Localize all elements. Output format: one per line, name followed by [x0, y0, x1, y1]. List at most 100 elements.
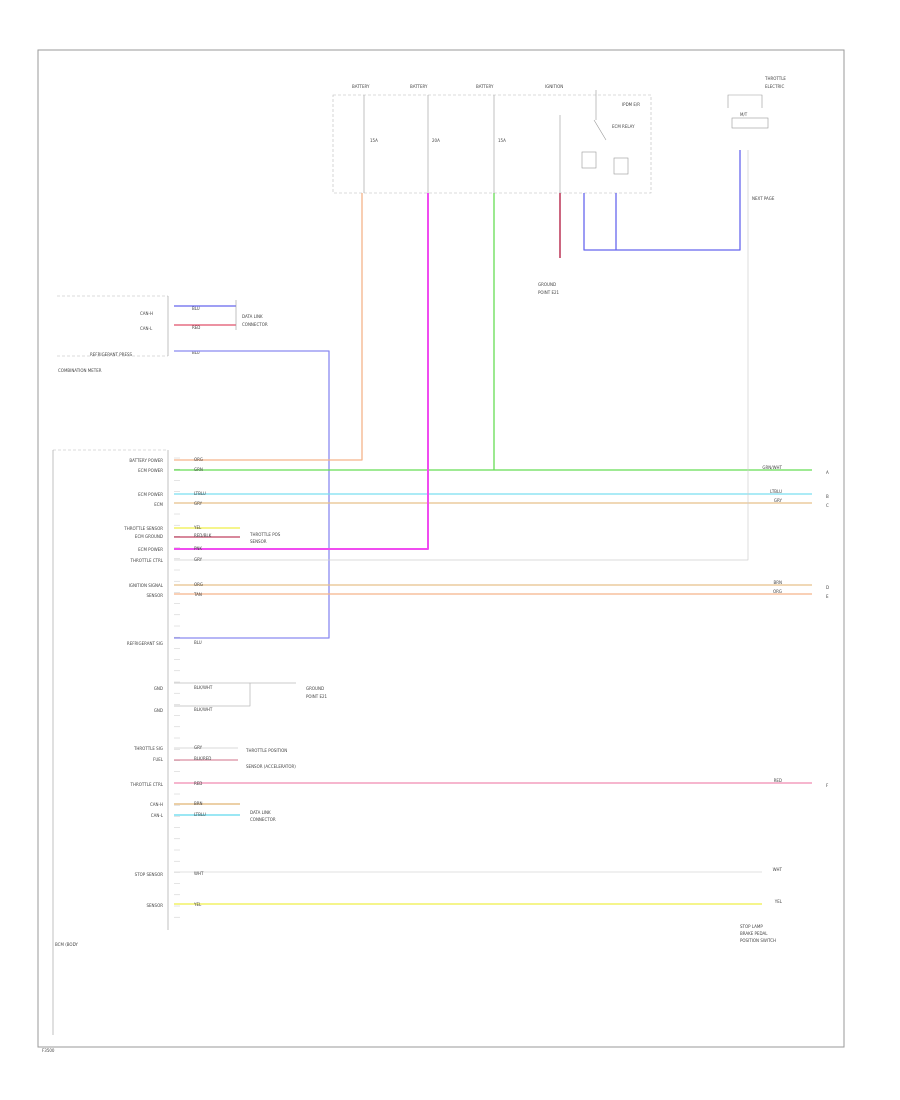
ecm-row-label: STOP SENSOR — [135, 872, 164, 877]
ecm-row-label: ECM POWER — [138, 492, 163, 497]
wire-code-labels: ORGGRNLTBLUGRYYELRED/BLKPNKGRYORGTANBLUB… — [193, 457, 213, 907]
meter-row-can-l: CAN-L — [140, 326, 153, 331]
meter-code-2: RED — [192, 325, 200, 330]
wire-magenta-ecm — [174, 260, 429, 550]
ecm-row-label: CAN-L — [151, 813, 164, 818]
wire-grey-right — [174, 150, 749, 561]
ecm-wire-code: GRY — [194, 557, 203, 562]
ecm-row-label: THROTTLE CTRL — [130, 782, 164, 787]
ecm-wire-code: LTBLU — [194, 812, 206, 817]
ground-sub-label: POINT E21 — [538, 290, 560, 295]
throttle2-sub: SENSOR (ACCELERATOR) — [246, 764, 296, 769]
ecm-row-label: REFRIGERANT SIG — [127, 641, 163, 646]
ecm-row-label: GND — [154, 708, 163, 713]
ecm-wire-code: RED/BLK — [194, 533, 212, 538]
fuse-header-2: BATTERY — [410, 84, 428, 89]
side-reference-labels: THROTTLE POS SENSOR GROUND POINT E21 THR… — [245, 532, 776, 943]
meter-dest-sub: CONNECTOR — [242, 322, 268, 327]
ecm-wire-code: RED — [194, 781, 202, 786]
fuse-rating-2: 20A — [432, 138, 440, 143]
ecm-label: BCM (BODY — [55, 942, 78, 947]
right-wire-code: RED — [774, 778, 782, 783]
stop-ref-label: STOP LAMP — [740, 924, 763, 929]
ground-label: GROUND — [538, 282, 556, 287]
ecm-row-label: ECM — [154, 502, 163, 507]
meter-row-can-h: CAN-H — [140, 311, 153, 316]
wires — [174, 150, 812, 905]
ecm-wire-code: BLU — [194, 640, 202, 645]
combination-meter: CAN-H CAN-L REFRIGERANT PRESS COMBINATIO… — [57, 295, 268, 373]
throttle2-label: THROTTLE POSITION — [245, 748, 287, 753]
ecm-row-label: THROTTLE SIG — [133, 746, 163, 751]
ecm-wire-code: PNK — [194, 546, 202, 551]
fuse-header-1: BATTERY — [352, 84, 370, 89]
ecm-wire-code: GRY — [194, 501, 203, 506]
right-connector-letter: C — [826, 503, 829, 508]
diagram-frame — [37, 49, 845, 1048]
ecm-module: BCM (BODY F3500 — [42, 449, 169, 1053]
ecm-wire-code: ORG — [194, 457, 203, 462]
ground-ref-label: GROUND — [306, 686, 324, 691]
ecm-row-label: BATTERY POWER — [129, 458, 163, 463]
throttle-module-label: THROTTLE — [764, 76, 786, 81]
ipdm-box-label: IPDM E/R — [622, 102, 640, 107]
right-connector-letter: B — [826, 494, 829, 499]
ecm-wire-code: YEL — [193, 525, 202, 530]
fuse-rating-1: 15A — [370, 138, 378, 143]
ecm-wire-code: TAN — [193, 592, 202, 597]
page-footer: F3500 — [42, 1048, 55, 1053]
ecm-wire-code: BRN — [194, 801, 203, 806]
data-link-label: DATA LINK — [250, 810, 271, 815]
throttle-pos-sub: SENSOR — [250, 539, 267, 544]
throttle-module-sub: ELECTRIC — [765, 84, 784, 89]
right-wire-code: GRY — [774, 498, 783, 503]
ecm-wire-code: BLK/WHT — [194, 707, 213, 712]
combination-meter-name: COMBINATION METER — [58, 368, 102, 373]
ecm-row-label: IGNITION SIGNAL — [129, 583, 164, 588]
ecm-row-label: ECM GROUND — [135, 534, 163, 539]
wire-orange-to-ecm — [174, 260, 363, 461]
right-wire-code: GRN/WHT — [762, 465, 782, 470]
ecm-row-label: CAN-H — [150, 802, 163, 807]
meter-code-3: BLU — [192, 350, 200, 355]
right-connector-letter: F — [826, 783, 829, 788]
wire-violet-loop — [583, 150, 741, 251]
ecm-pin-ticks — [174, 457, 180, 918]
stop-ref-sub2: POSITION SWITCH — [740, 938, 776, 943]
fuse-header-3: BATTERY — [476, 84, 494, 89]
ecm-row-label: THROTTLE SENSOR — [123, 526, 163, 531]
ecm-wire-code: BLK/WHT — [194, 685, 213, 690]
ecm-row-label: ECM POWER — [138, 547, 163, 552]
ecm-wire-code: LTBLU — [194, 491, 206, 496]
meter-dest: DATA LINK — [242, 314, 263, 319]
fuse-header-4: IGNITION — [545, 84, 563, 89]
ecm-row-label: THROTTLE CTRL — [130, 558, 164, 563]
right-connector-letter: E — [826, 594, 829, 599]
right-wire-code: ORG — [773, 589, 782, 594]
meter-code-1: BLU — [192, 306, 200, 311]
meter-row-refrigerant: REFRIGERANT PRESS — [90, 352, 133, 357]
ecm-row-label: FUEL — [153, 757, 164, 762]
ecm-wire-code: BLK/RED — [194, 756, 211, 761]
ecm-row-label: SENSOR — [146, 593, 163, 598]
ipdm-box: BATTERY BATTERY BATTERY IGNITION 15A 20A… — [332, 84, 652, 194]
ecm-wire-code: GRY — [194, 745, 203, 750]
ecm-row-labels: BATTERY POWER ECM POWER ECM POWER ECM THROTT… — [123, 458, 164, 908]
ground-ref-sub: POINT E21 — [306, 694, 328, 699]
wire-gnd-2 — [174, 682, 296, 707]
data-link-sub: CONNECTOR — [250, 817, 276, 822]
ecm-wire-code: YEL — [193, 902, 202, 907]
right-wire-code: YEL — [774, 899, 783, 904]
ecm-row-label: ECM POWER — [138, 468, 163, 473]
throttle-module: THROTTLE ELECTRIC M/T NEXT PAGE — [727, 76, 786, 201]
right-connector-letter: D — [826, 585, 829, 590]
ecm-wire-code: WHT — [194, 871, 204, 876]
throttle-module-ref: NEXT PAGE — [752, 196, 775, 201]
right-connector-letter: A — [826, 470, 829, 475]
right-wire-code: LTBLU — [770, 489, 782, 494]
right-wire-code: WHT — [773, 867, 783, 872]
ecm-row-label: SENSOR — [146, 903, 163, 908]
throttle-pos-label: THROTTLE POS — [249, 532, 281, 537]
